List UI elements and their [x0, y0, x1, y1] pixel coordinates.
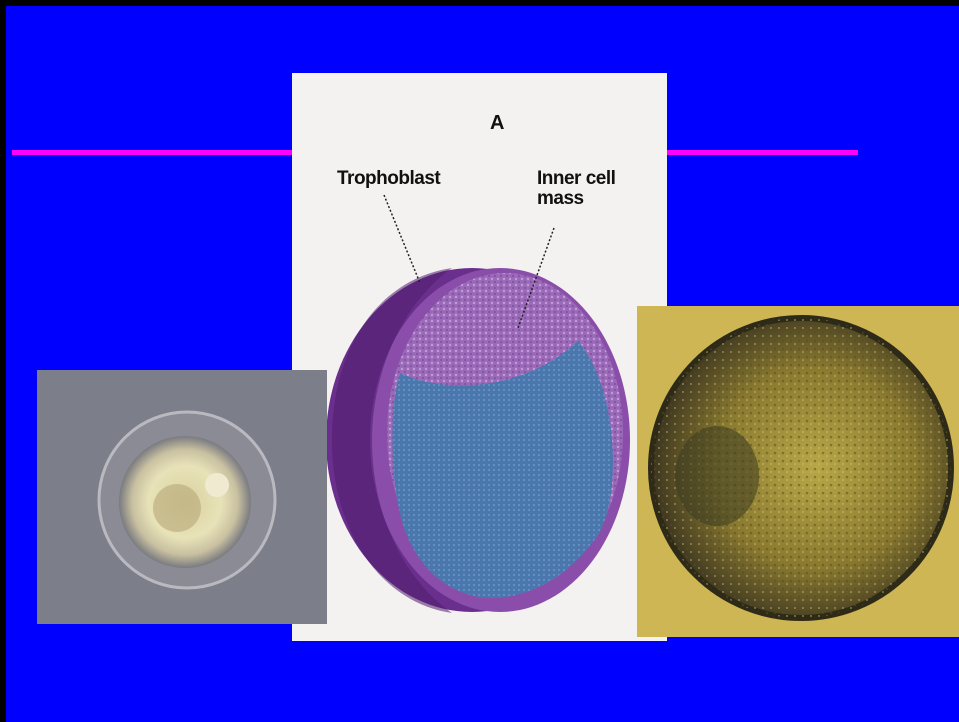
panel-letter: A	[490, 113, 504, 133]
early-embryo-photo	[37, 370, 327, 624]
inner-cell-mass-label: Inner cell mass	[537, 169, 657, 209]
blastocyst-photo	[637, 306, 959, 637]
trophoblast-leader-line	[384, 195, 420, 283]
blastocyst-diagram: A Trophoblast Inner cell mass	[292, 73, 667, 641]
trophoblast-label: Trophoblast	[337, 169, 440, 189]
blastocyst-illustration	[292, 73, 667, 641]
